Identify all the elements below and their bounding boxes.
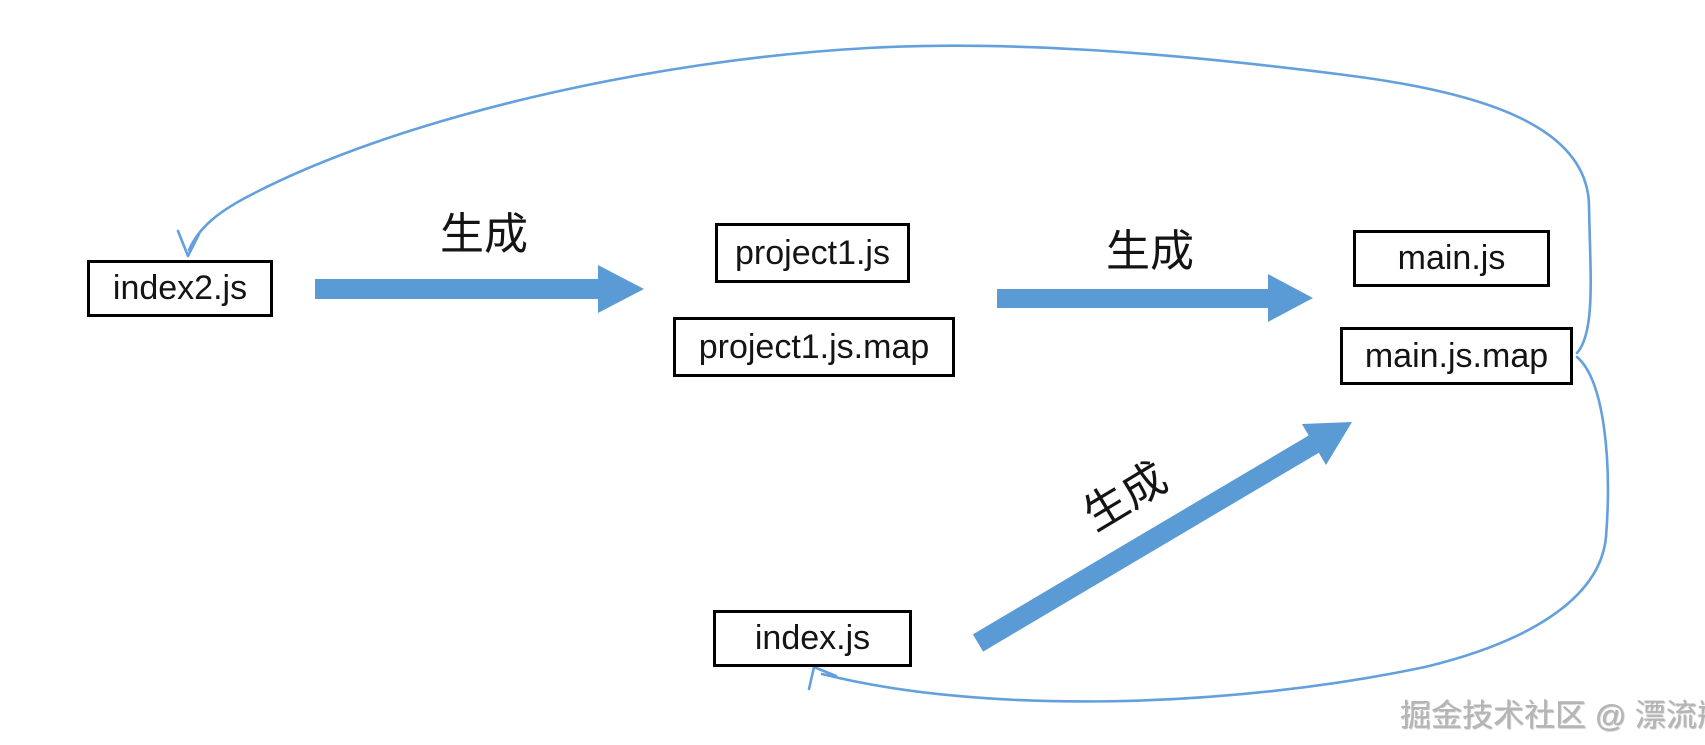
curve-arrowhead-index2js [176, 229, 201, 258]
node-index-js-label: index.js [754, 619, 871, 657]
arrow-generate-3-head [1302, 422, 1352, 465]
curve-mainjsmap-to-index2js [187, 44, 1592, 355]
curve-mainjsmap-to-indexjs [820, 355, 1610, 703]
node-main-js-map-label: main.js.map [1364, 336, 1549, 375]
node-main-js-map: main.js.map [1340, 327, 1573, 385]
edge-label-generate-1: 生成 [440, 210, 528, 259]
node-project1-js-label: project1.js [735, 233, 890, 272]
node-main-js-label: main.js [1397, 239, 1506, 277]
arrow-generate-1 [315, 265, 644, 313]
node-index-js: index.js [713, 610, 912, 667]
arrow-generate-3-body [972, 435, 1320, 652]
edge-label-generate-2: 生成 [1106, 227, 1194, 276]
node-project1-js: project1.js [715, 223, 910, 283]
watermark-text: 掘金技术社区 @ 漂流瓶jz [1400, 698, 1705, 733]
node-index2-js-label: index2.js [112, 269, 248, 307]
node-main-js: main.js [1353, 230, 1550, 287]
node-project1-js-map: project1.js.map [673, 317, 955, 377]
node-index2-js: index2.js [87, 260, 273, 317]
arrow-generate-2 [997, 274, 1313, 322]
node-project1-js-map-label: project1.js.map [698, 327, 930, 366]
curve-arrowhead-indexjs [807, 665, 838, 691]
